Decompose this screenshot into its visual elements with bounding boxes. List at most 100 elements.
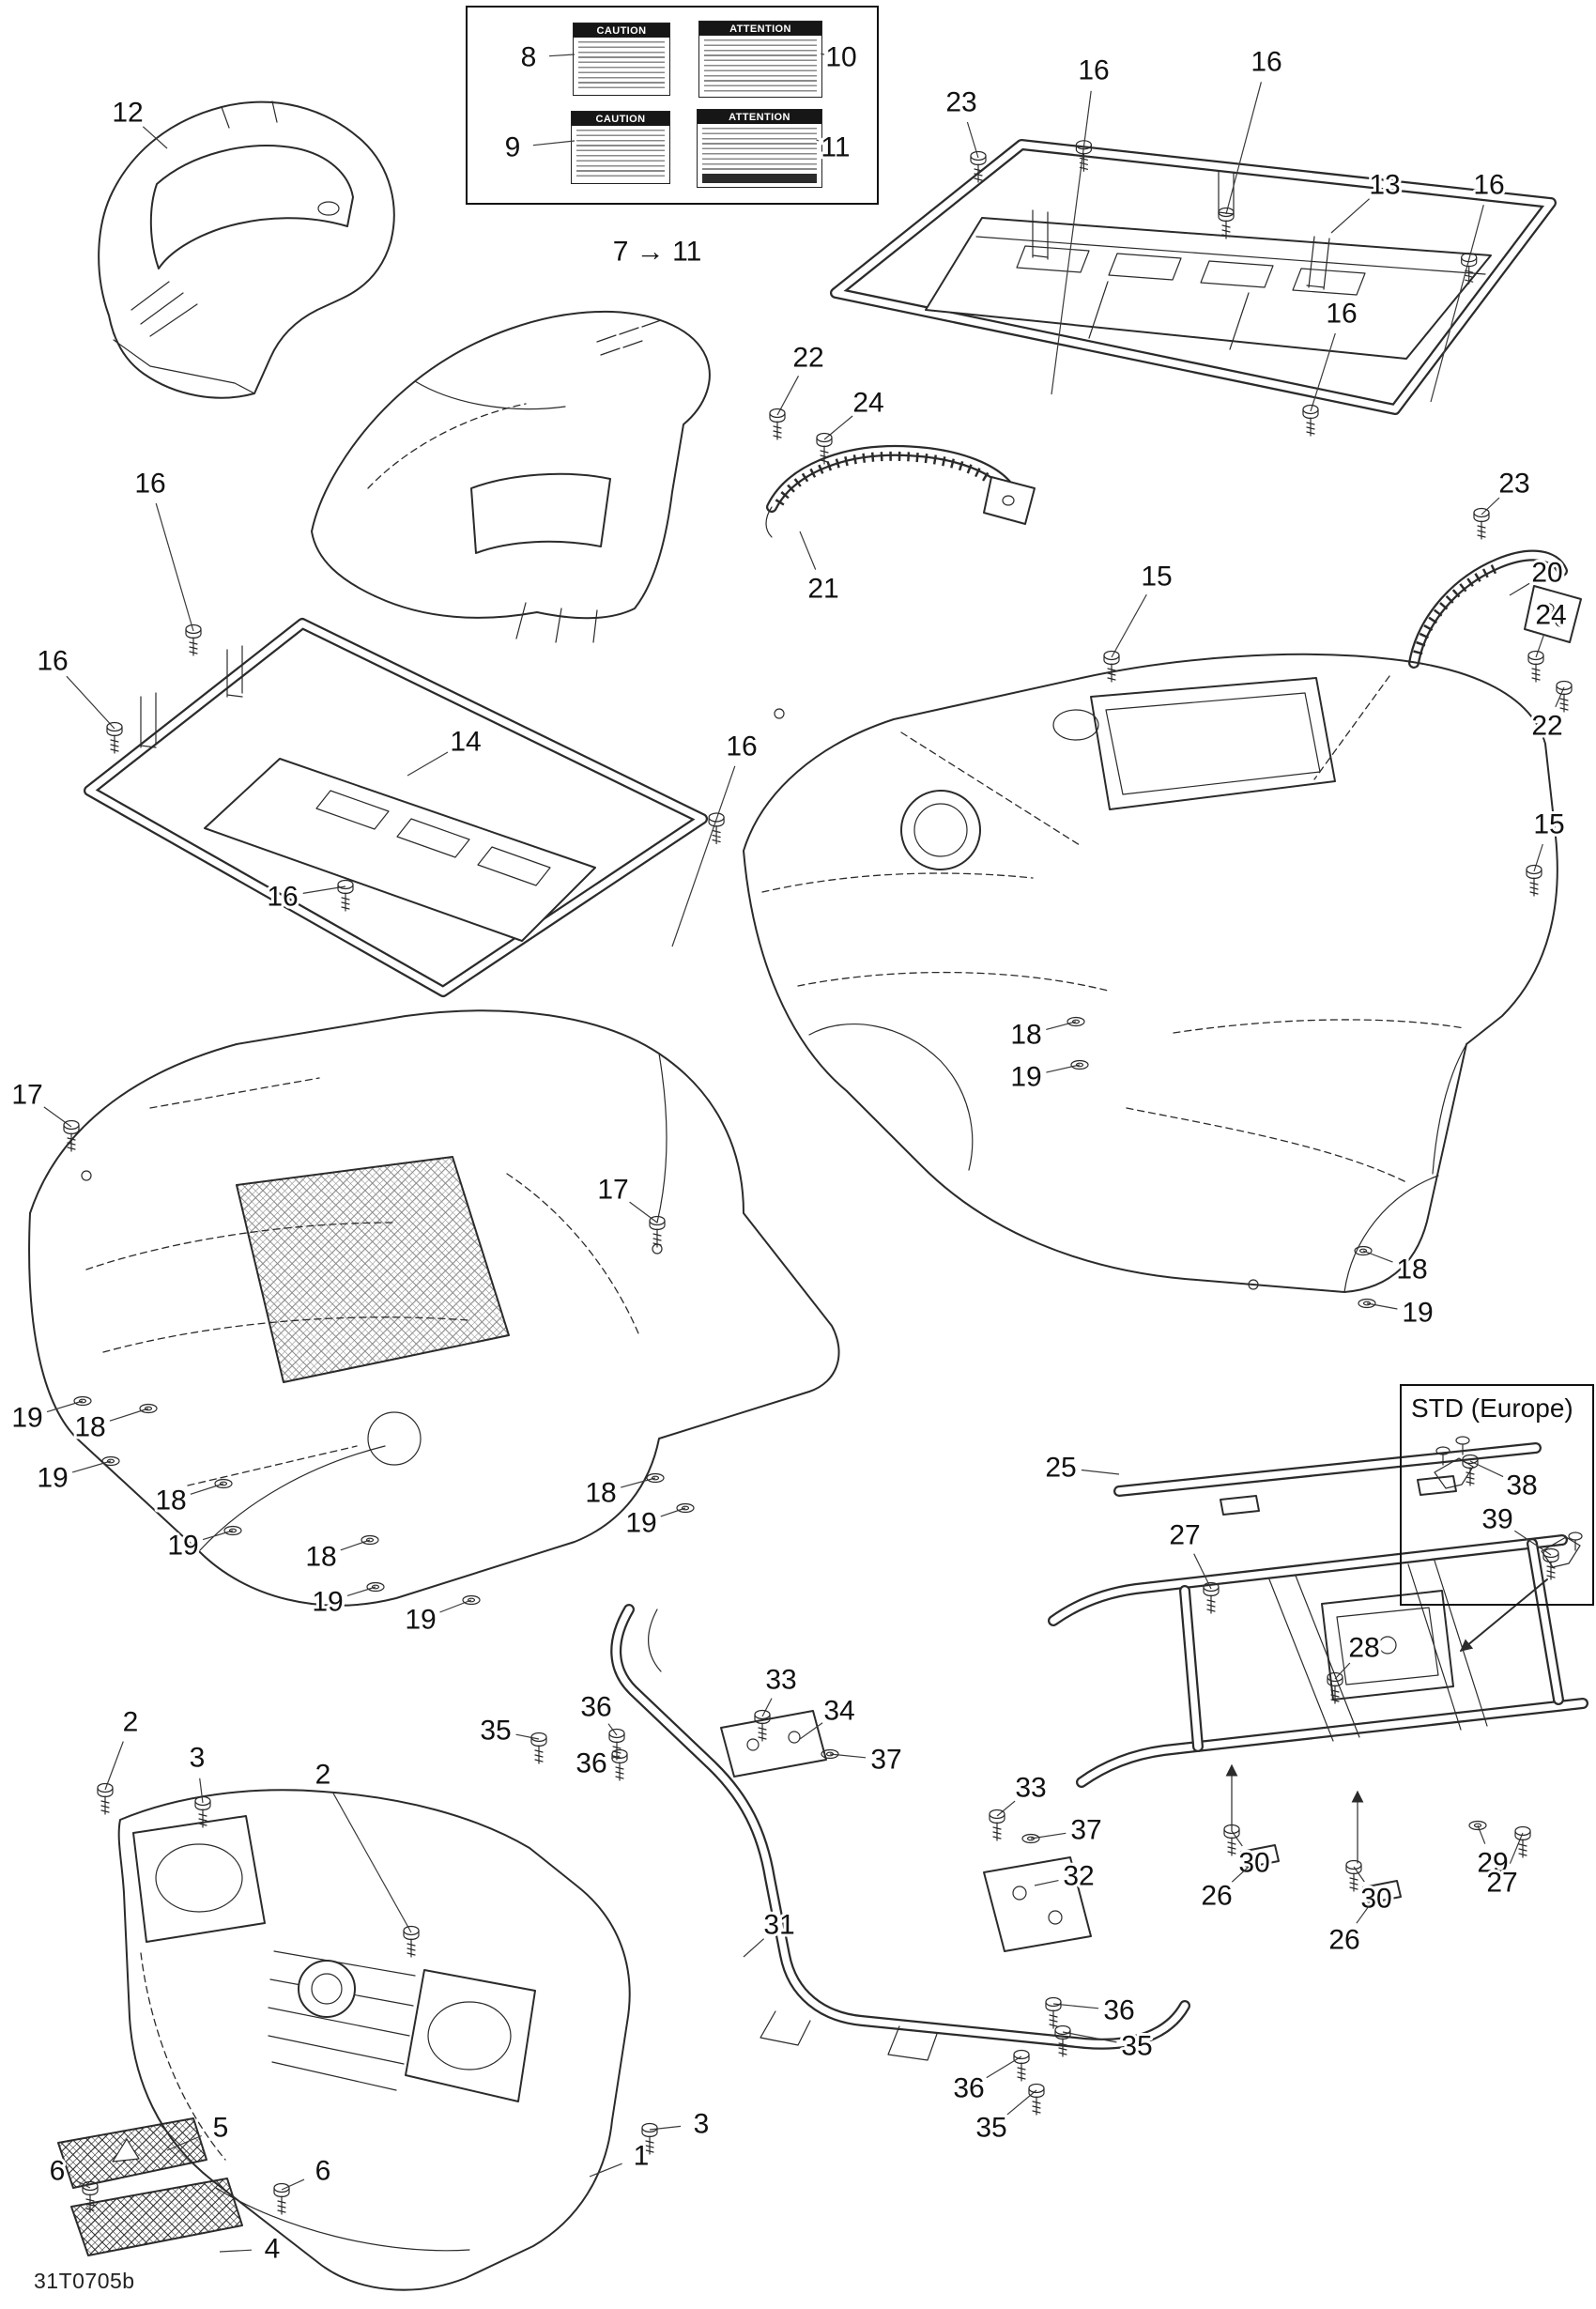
bolt-icon xyxy=(1203,1581,1220,1614)
callout-30: 30 xyxy=(1223,1824,1273,1882)
callout-4: 4 xyxy=(219,2231,283,2268)
front-rack-drawing xyxy=(84,618,708,997)
leader-line xyxy=(986,2055,1022,2079)
leader-line xyxy=(1366,1302,1398,1310)
part-number: 16 xyxy=(134,469,165,500)
callout-16: 16 xyxy=(1302,296,1360,437)
leader-line xyxy=(1310,332,1336,412)
leader-line xyxy=(1430,205,1484,403)
part-number: 36 xyxy=(953,2073,984,2104)
part-number: 16 xyxy=(1326,299,1357,330)
part-number: 6 xyxy=(315,2156,331,2187)
leader-line xyxy=(1111,593,1147,658)
callout-16: 16 xyxy=(1218,44,1285,239)
callout-2: 2 xyxy=(97,1704,141,1815)
leader-line xyxy=(1046,1021,1077,1030)
part-number: 33 xyxy=(765,1665,796,1696)
leader-line xyxy=(46,1400,84,1413)
front-panel-drawing xyxy=(98,100,395,399)
warning-label-caution-1: CAUTION xyxy=(573,23,670,96)
bolt-icon xyxy=(1223,1824,1240,1856)
rear-rack-drawing xyxy=(830,139,1557,415)
part-number: 16 xyxy=(37,646,68,677)
callout-18: 18 xyxy=(1354,1245,1431,1288)
callout-39: 39 xyxy=(1479,1501,1559,1580)
callout-7-11: 7 → 11 xyxy=(610,234,705,270)
part-number: 7 → 11 xyxy=(613,237,702,268)
leader-line xyxy=(1481,497,1500,516)
part-number: 17 xyxy=(597,1175,628,1206)
callout-35: 35 xyxy=(477,1713,547,1764)
leader-line xyxy=(823,415,853,440)
bolt-icon xyxy=(1473,507,1490,540)
leader-line xyxy=(515,1733,540,1740)
leader-line xyxy=(1225,82,1262,215)
bolt-icon xyxy=(1103,650,1120,683)
callout-19: 19 xyxy=(309,1581,385,1621)
callout-8: 8 xyxy=(518,39,575,76)
part-number: 23 xyxy=(945,87,976,118)
part-number: 19 xyxy=(37,1463,68,1494)
warning-label-caution-2: CAUTION xyxy=(571,111,670,184)
callout-2: 2 xyxy=(313,1757,420,1958)
leader-line xyxy=(1046,1064,1081,1073)
center-grab-handle-drawing xyxy=(765,444,1036,538)
callout-16: 16 xyxy=(131,466,202,656)
bolt-icon xyxy=(1556,680,1573,713)
part-number: 3 xyxy=(694,2109,710,2140)
leader-line xyxy=(202,1530,234,1541)
bolt-icon xyxy=(1327,1671,1343,1704)
leader-line xyxy=(1330,198,1370,234)
leader-line xyxy=(1231,1866,1250,1883)
leader-line xyxy=(649,2125,682,2131)
part-number: 4 xyxy=(265,2234,281,2265)
callout-9: 9 xyxy=(502,130,575,166)
leader-line xyxy=(1356,1905,1370,1924)
part-number: 6 xyxy=(50,2156,66,2187)
bolt-icon xyxy=(816,432,833,465)
callout-12: 12 xyxy=(109,95,168,149)
part-number: 16 xyxy=(1078,55,1109,86)
bolt-icon xyxy=(754,1709,771,1742)
part-number: 5 xyxy=(213,2113,229,2144)
bolt-icon xyxy=(1028,2083,1045,2116)
warning-label-attention-2: ATTENTION xyxy=(697,109,822,188)
part-number: 2 xyxy=(315,1760,331,1791)
callout-1: 1 xyxy=(589,2138,652,2178)
callout-16: 16 xyxy=(1430,167,1508,403)
callout-21: 21 xyxy=(799,531,842,608)
leader-line xyxy=(621,1477,656,1488)
callout-3: 3 xyxy=(641,2106,712,2155)
right-grab-handle-drawing xyxy=(1408,549,1582,669)
front-bumper-frame-drawing xyxy=(610,1604,1190,2061)
leader-line xyxy=(1051,90,1092,395)
front-rack-brackets xyxy=(140,645,243,748)
callout-14: 14 xyxy=(407,724,484,777)
part-number: 27 xyxy=(1486,1868,1517,1899)
callout-24: 24 xyxy=(816,385,887,465)
leader-line xyxy=(332,1792,412,1933)
leader-line xyxy=(71,1460,112,1473)
callout-36: 36 xyxy=(1045,1993,1138,2029)
callout-19: 19 xyxy=(8,1395,92,1437)
leader-line xyxy=(1334,1662,1351,1680)
part-number: 27 xyxy=(1169,1520,1200,1551)
leader-line xyxy=(66,675,115,730)
part-number: 18 xyxy=(305,1542,336,1573)
part-number: 22 xyxy=(792,343,823,374)
bolt-icon xyxy=(1542,1547,1559,1580)
callout-15: 15 xyxy=(1526,807,1568,897)
part-number: 15 xyxy=(1533,809,1564,840)
leader-line xyxy=(407,751,449,777)
callout-38: 38 xyxy=(1462,1454,1541,1504)
bolt-icon xyxy=(1514,1825,1531,1858)
callout-19: 19 xyxy=(1007,1059,1089,1096)
drawing-number: 31T0705b xyxy=(34,2269,135,2293)
part-number: 19 xyxy=(312,1587,343,1618)
part-number: 36 xyxy=(575,1748,606,1779)
leader-line xyxy=(829,1753,867,1759)
part-number: 16 xyxy=(1251,47,1281,78)
std-europe-label: STD (Europe) xyxy=(1411,1393,1573,1423)
callout-18: 18 xyxy=(152,1478,233,1519)
